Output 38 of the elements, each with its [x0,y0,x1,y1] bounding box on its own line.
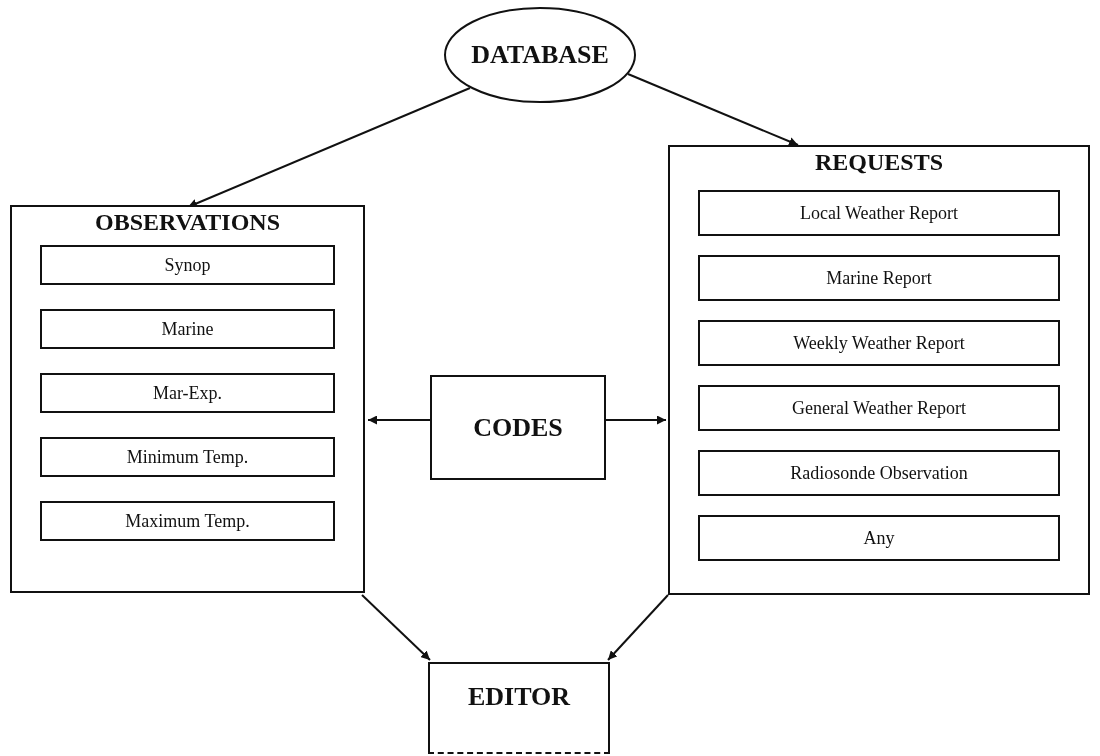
group-box [668,145,1090,595]
heading-label: OBSERVATIONS [95,209,280,236]
item-box [40,501,335,541]
group-box [10,205,365,593]
item-label: Any [863,527,895,549]
arrow [605,415,667,425]
arrow [367,415,431,425]
database-ellipse [444,7,636,103]
item-box [698,190,1060,236]
item-box [698,515,1060,561]
process-box [430,375,606,480]
arrow [607,594,669,661]
item-box [40,437,335,477]
process-box [428,662,610,754]
item-label: Local Weather Report [799,202,959,224]
item-box [698,320,1060,366]
item-box [698,385,1060,431]
item-label: Radiosonde Observation [790,462,968,484]
item-box [40,373,335,413]
heading-label: REQUESTS [814,149,944,176]
item-box [40,245,335,285]
arrow [361,594,431,661]
item-box [40,309,335,349]
item-box [698,255,1060,301]
heading-label: EDITOR [467,682,571,712]
item-label: Marine Report [826,267,932,289]
heading-label: DATABASE [471,40,609,70]
item-label: Maximum Temp. [125,510,250,532]
item-label: General Weather Report [791,397,967,419]
arrow [187,87,471,208]
arrow [627,73,799,146]
item-box [698,450,1060,496]
item-label: Synop [164,254,211,276]
item-label: Weekly Weather Report [793,332,965,354]
heading-label: CODES [473,412,563,443]
item-label: Minimum Temp. [126,446,249,468]
item-label: Mar-Exp. [152,382,223,404]
item-label: Marine [161,318,214,340]
